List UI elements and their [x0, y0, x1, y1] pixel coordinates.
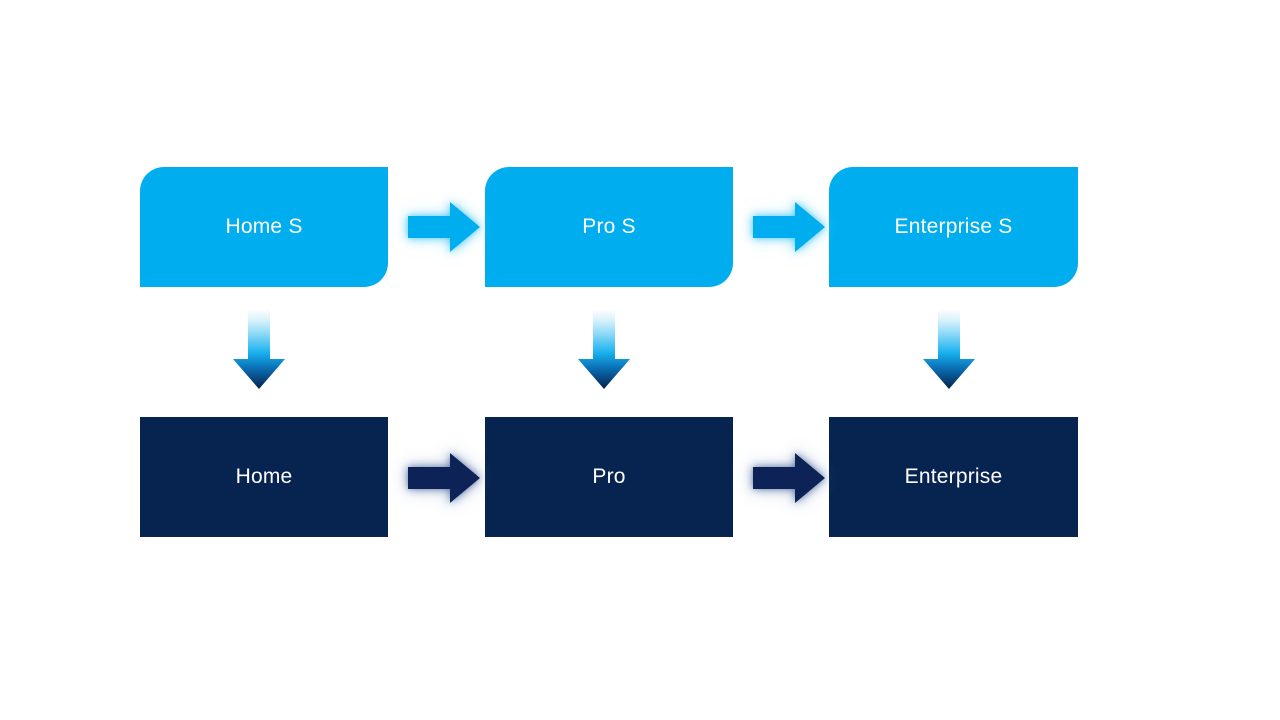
node-home-label: Home	[235, 465, 293, 489]
node-home-s-label: Home S	[225, 215, 303, 239]
arrow-pro-s-to-enterprise-s	[753, 202, 825, 252]
node-pro-s-label: Pro S	[582, 215, 636, 239]
arrow-home-to-pro	[408, 453, 480, 503]
node-home-s[interactable]: Home S	[140, 167, 388, 287]
node-pro-s[interactable]: Pro S	[485, 167, 733, 287]
node-enterprise-s[interactable]: Enterprise S	[829, 167, 1078, 287]
arrow-pro-to-enterprise	[753, 453, 825, 503]
node-enterprise-label: Enterprise	[904, 465, 1003, 489]
arrow-home-s-to-home	[233, 309, 285, 389]
node-pro[interactable]: Pro	[485, 417, 733, 537]
arrow-pro-s-to-pro	[578, 309, 630, 389]
node-home[interactable]: Home	[140, 417, 388, 537]
node-enterprise[interactable]: Enterprise	[829, 417, 1078, 537]
node-pro-label: Pro	[592, 465, 626, 489]
node-enterprise-s-label: Enterprise S	[894, 215, 1013, 239]
arrow-enterprise-s-to-enterprise	[923, 309, 975, 389]
arrow-home-s-to-pro-s	[408, 202, 480, 252]
